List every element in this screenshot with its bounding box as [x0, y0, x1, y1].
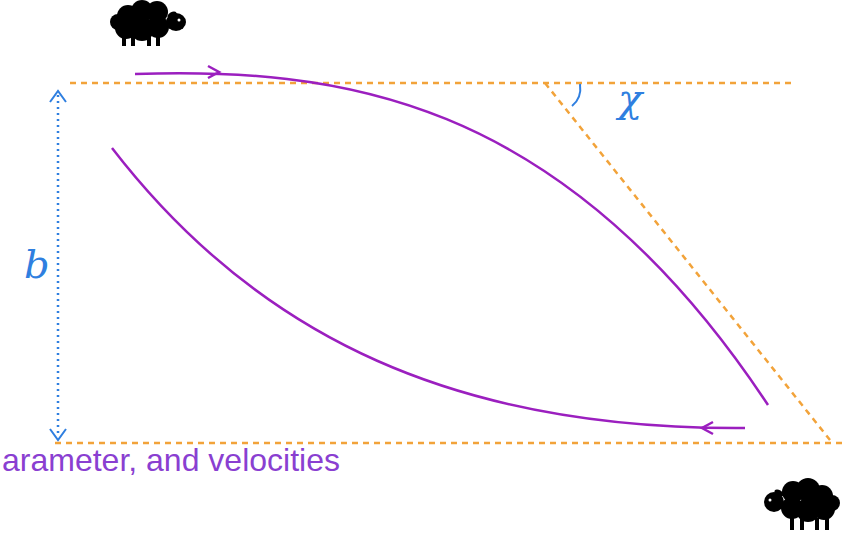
dimension-line [57, 95, 60, 436]
arrow-head [208, 66, 219, 78]
arrow-head [50, 91, 66, 102]
asymptote-line [545, 83, 830, 440]
arrow-head [50, 429, 66, 440]
reference-line [70, 82, 792, 85]
sheep-icon [764, 478, 840, 530]
trajectory-curve [112, 148, 745, 428]
trajectory-curve [135, 73, 768, 405]
arrow-head [702, 422, 713, 434]
slide-heading: arameter, and velocities [2, 444, 340, 476]
dimension-label: b [24, 244, 50, 284]
angle-arc [572, 84, 580, 106]
sheep-icon [110, 0, 186, 46]
angle-label: χ [618, 78, 642, 118]
